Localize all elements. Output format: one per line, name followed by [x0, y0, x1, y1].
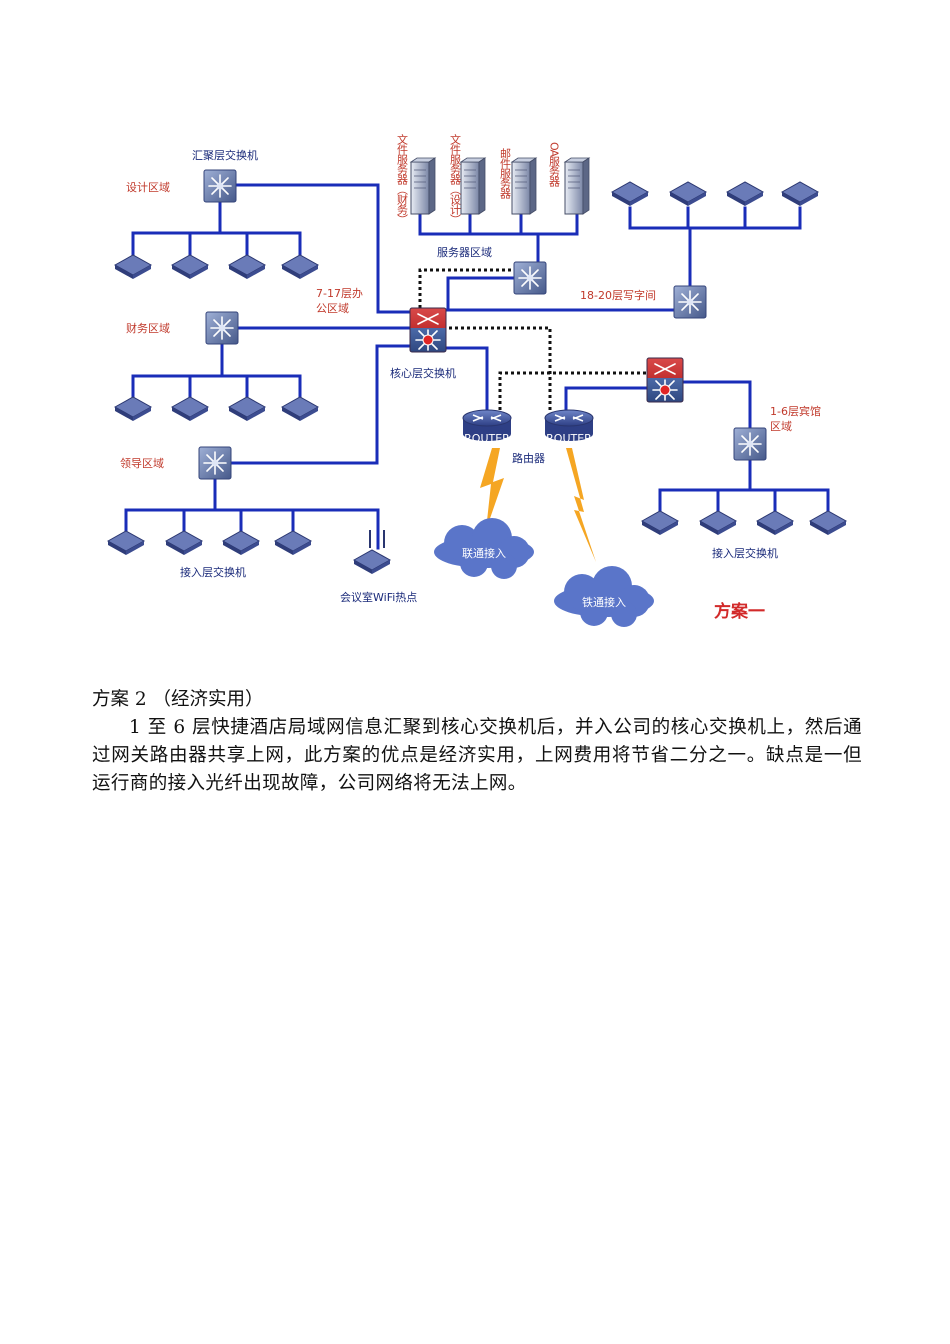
- router-tag: ROUTER: [464, 432, 510, 445]
- leader-pc: [222, 530, 260, 556]
- office-pc: [781, 181, 819, 207]
- scheme-2-heading: 方案 2 （经济实用）: [92, 689, 264, 710]
- server-label: 文件服务器（财务）: [396, 133, 409, 224]
- dotted-links: [418, 268, 648, 410]
- floor-18-20-switch: [673, 285, 707, 319]
- finance-pc: [114, 396, 152, 422]
- server-icon: [410, 157, 436, 215]
- hotel-area-label: 1-6层宾馆: [770, 404, 821, 418]
- unicom-label: 联通接入: [462, 547, 506, 560]
- design-pc: [281, 254, 319, 280]
- office-area-label: 7-17层办: [316, 287, 363, 300]
- core-switch-label: 核心层交换机: [390, 366, 456, 380]
- network-diagram: ROUTER ROUTER 汇聚层交换机 设计区域 财务区域 领导区域 接入层交…: [107, 133, 847, 627]
- core-switch: [409, 307, 447, 353]
- design-pc: [114, 254, 152, 280]
- office-area-label: 公区域: [316, 302, 349, 315]
- server-area-switch: [513, 261, 547, 295]
- scheme-title: 方案一: [714, 601, 765, 622]
- server-icon: [511, 157, 537, 215]
- router-tag: ROUTER: [546, 432, 592, 445]
- agg-switch-finance: [205, 311, 239, 345]
- railcom-label: 铁通接入: [582, 596, 626, 609]
- hotel-pc: [809, 510, 847, 536]
- agg-switch-label: 汇聚层交换机: [192, 148, 258, 162]
- server-label: OA服务器: [548, 142, 561, 188]
- agg-switch-design: [203, 169, 237, 203]
- leader-pc: [107, 530, 145, 556]
- design-area-label: 设计区域: [126, 181, 170, 194]
- finance-pc: [281, 396, 319, 422]
- server-area-label: 服务器区域: [437, 246, 492, 259]
- finance-area-label: 财务区域: [126, 321, 170, 335]
- design-pc: [171, 254, 209, 280]
- server-label: 文件服务器（设计）: [449, 133, 462, 224]
- links: [124, 183, 830, 550]
- floor-18-20-label: 18-20层写字间: [580, 288, 656, 302]
- hotel-switch: [733, 427, 767, 461]
- server-icon: [460, 157, 486, 215]
- wifi-ap-icon: [353, 530, 391, 575]
- access-switch-label-left: 接入层交换机: [180, 565, 246, 579]
- hotel-area-label: 区域: [770, 420, 792, 433]
- finance-pc: [228, 396, 266, 422]
- finance-pc: [171, 396, 209, 422]
- office-pc: [611, 181, 649, 207]
- server-icon: [564, 157, 590, 215]
- router-label: 路由器: [512, 451, 545, 465]
- server-label: 邮件服务器: [499, 148, 512, 200]
- hotel-pc: [641, 510, 679, 536]
- office-pc: [669, 181, 707, 207]
- access-switch-label-right: 接入层交换机: [712, 546, 778, 560]
- design-pc: [228, 254, 266, 280]
- hotel-pc: [756, 510, 794, 536]
- lightning-icon: [480, 448, 596, 562]
- hotel-core-switch: [646, 357, 684, 403]
- wifi-label: 会议室WiFi热点: [340, 590, 417, 604]
- office-pc: [726, 181, 764, 207]
- hotel-pc: [699, 510, 737, 536]
- scheme-2-body: 1 至 6 层快捷酒店局域网信息汇聚到核心交换机后，并入公司的核心交换机上，然后…: [92, 717, 862, 794]
- leader-area-label: 领导区域: [120, 457, 164, 470]
- agg-switch-leader: [198, 446, 232, 480]
- scheme-2-description: 方案 2 （经济实用） 1 至 6 层快捷酒店局域网信息汇聚到核心交换机后，并入…: [92, 686, 862, 798]
- cloud-icon: [434, 518, 534, 579]
- cloud-icon: [554, 566, 654, 627]
- leader-pc: [274, 530, 312, 556]
- leader-pc: [165, 530, 203, 556]
